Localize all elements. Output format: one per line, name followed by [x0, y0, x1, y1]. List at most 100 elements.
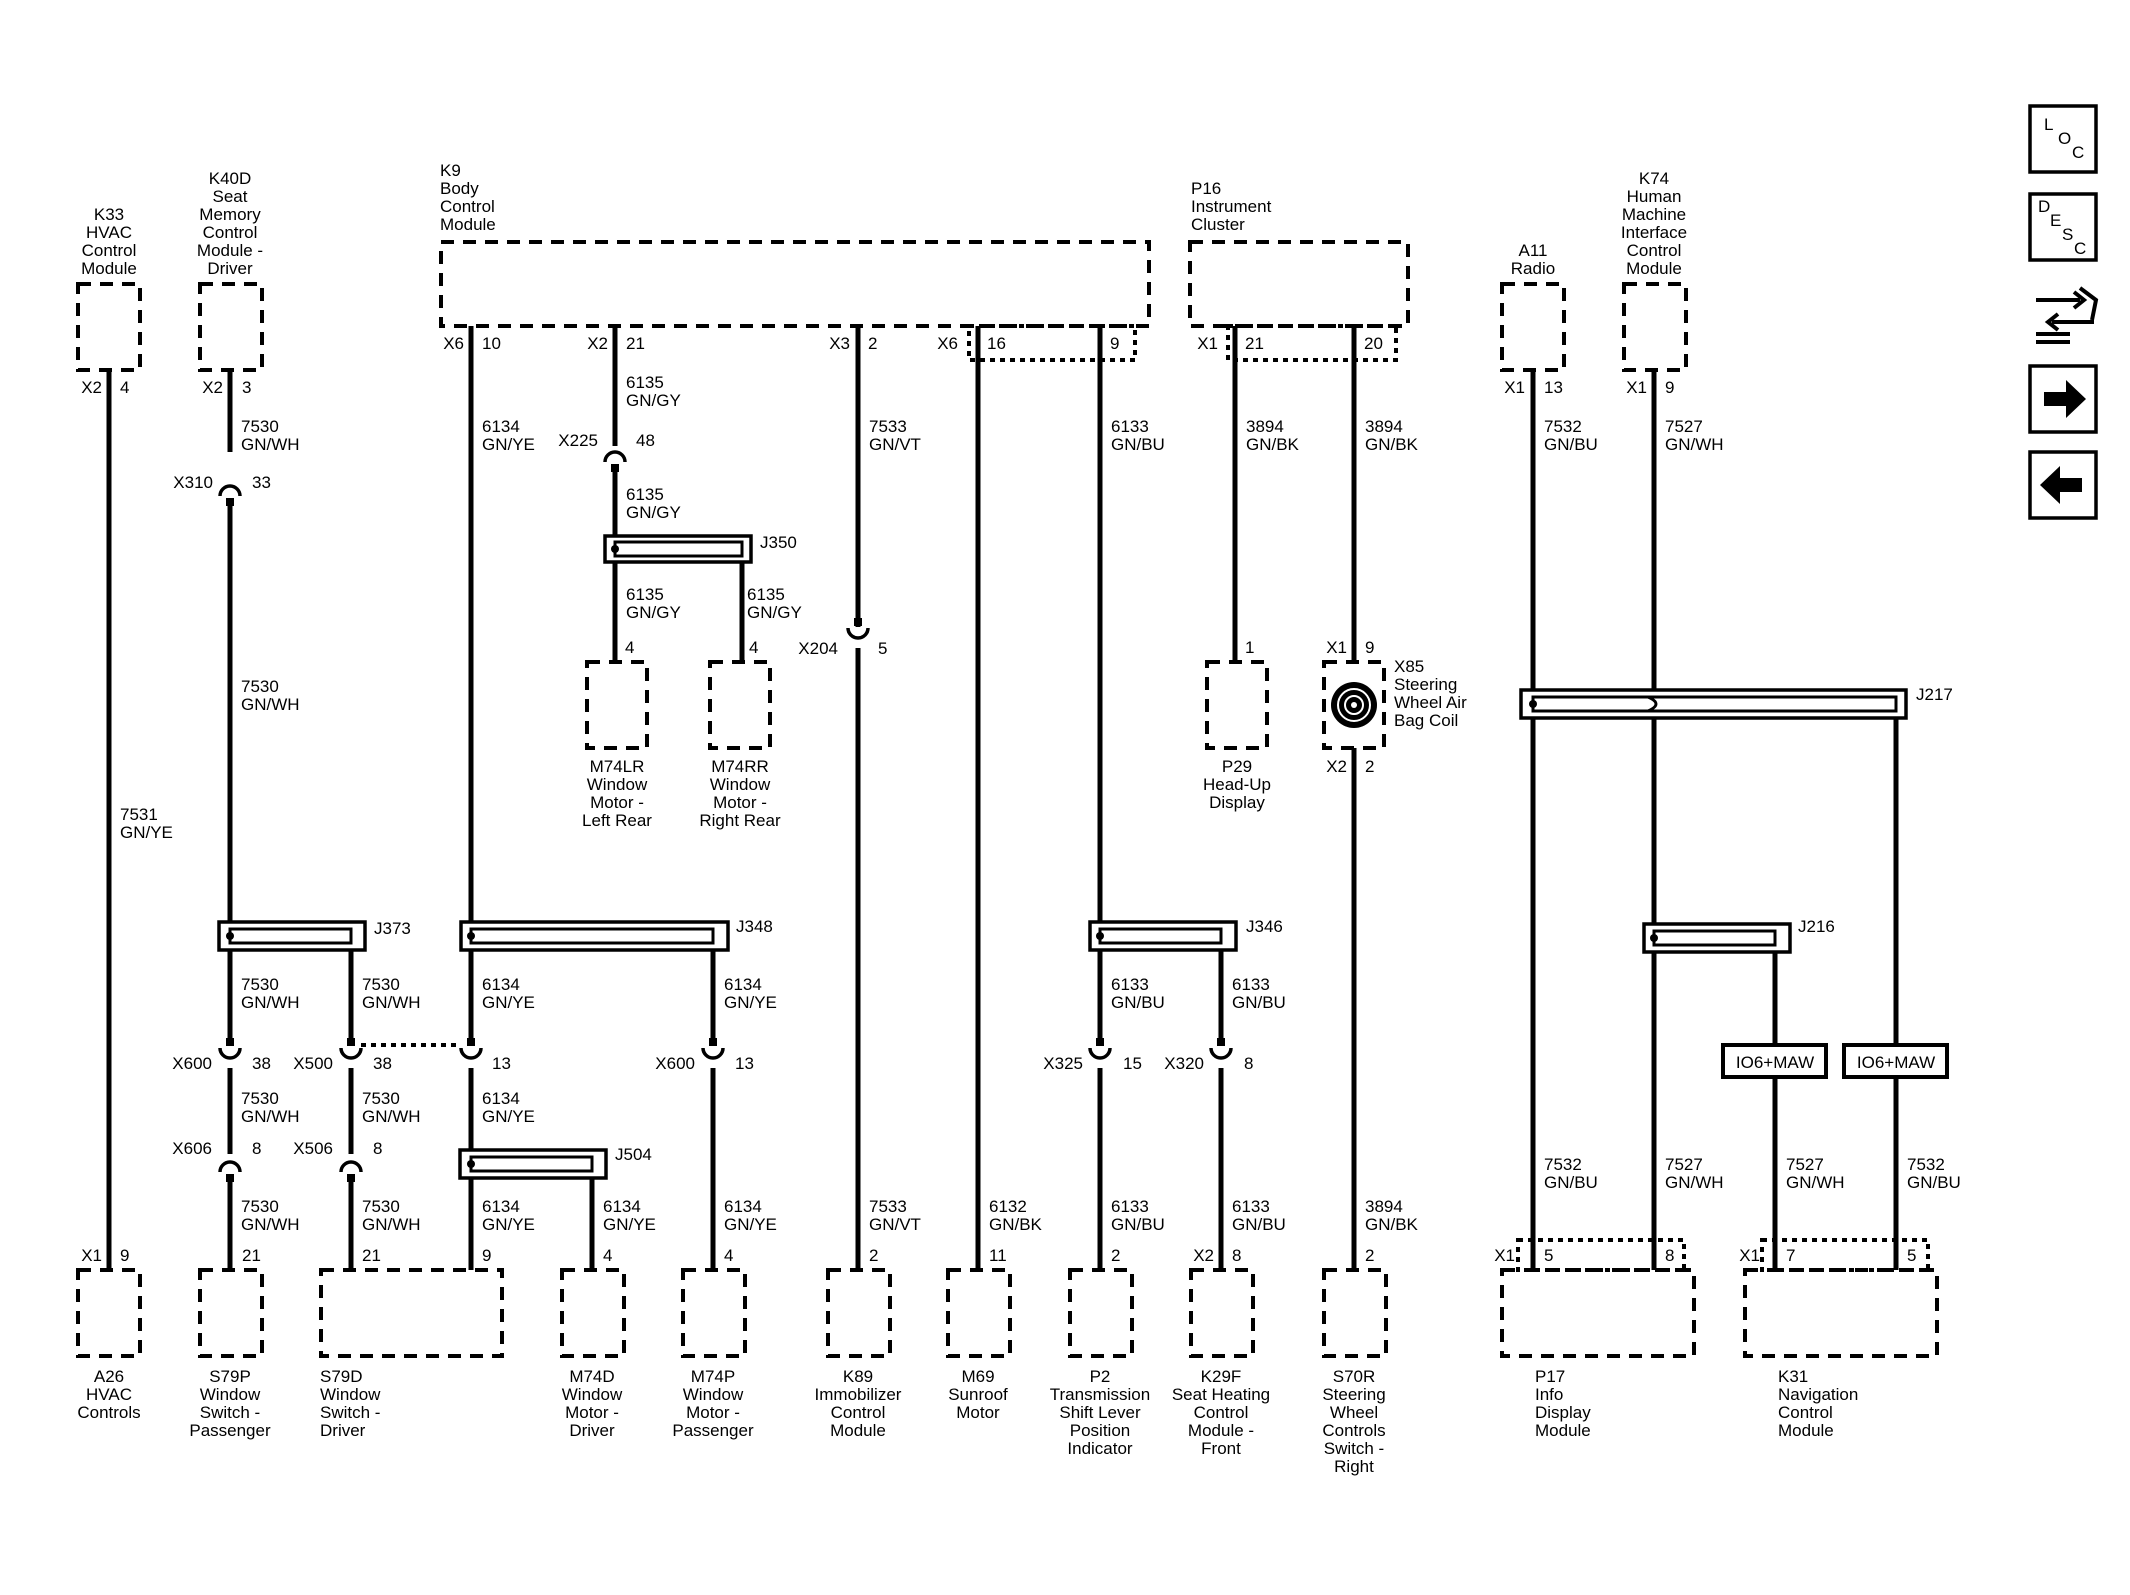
svg-text:X3: X3: [829, 334, 850, 353]
svg-text:Head-Up: Head-Up: [1203, 775, 1271, 794]
svg-text:3: 3: [242, 378, 251, 397]
svg-text:X1: X1: [1326, 638, 1347, 657]
svg-text:9: 9: [1110, 334, 1119, 353]
arrow-right-icon[interactable]: [2028, 364, 2098, 434]
svg-text:Transmission: Transmission: [1050, 1385, 1150, 1404]
svg-text:Radio: Radio: [1511, 259, 1555, 278]
splice-j348: J348: [459, 917, 773, 952]
svg-text:S70R: S70R: [1333, 1367, 1376, 1386]
svg-text:GN/WH: GN/WH: [1665, 1173, 1724, 1192]
svg-text:7533: 7533: [869, 417, 907, 436]
s70r-label: S70R Steering Wheel Controls Switch - Ri…: [1322, 1367, 1385, 1476]
svg-text:Switch -: Switch -: [1324, 1439, 1384, 1458]
svg-text:X2: X2: [81, 378, 102, 397]
svg-text:X2: X2: [587, 334, 608, 353]
k31-label: K31 Navigation Control Module: [1778, 1367, 1858, 1440]
k89-label: K89 Immobilizer Control Module: [815, 1367, 902, 1440]
svg-text:J348: J348: [736, 917, 773, 936]
k29f-label: K29F Seat Heating Control Module - Front: [1172, 1367, 1270, 1458]
svg-text:8: 8: [373, 1139, 382, 1158]
m74lr-label: M74LR Window Motor - Left Rear: [582, 757, 652, 830]
svg-text:5: 5: [878, 639, 887, 658]
svg-text:GN/BK: GN/BK: [989, 1215, 1043, 1234]
svg-text:Wheel: Wheel: [1330, 1403, 1378, 1422]
svg-text:GN/BU: GN/BU: [1907, 1173, 1961, 1192]
svg-text:GN/WH: GN/WH: [362, 993, 421, 1012]
svg-text:Machine: Machine: [1622, 205, 1686, 224]
svg-text:Motor -: Motor -: [565, 1403, 619, 1422]
svg-text:7530: 7530: [362, 975, 400, 994]
p16-box: [1188, 240, 1410, 328]
svg-text:X325: X325: [1043, 1054, 1083, 1073]
svg-text:Module: Module: [1778, 1421, 1834, 1440]
svg-text:X85: X85: [1394, 657, 1424, 676]
svg-text:7530: 7530: [241, 1089, 279, 1108]
svg-text:P17: P17: [1535, 1367, 1565, 1386]
svg-text:J373: J373: [374, 919, 411, 938]
svg-text:7527: 7527: [1665, 1155, 1703, 1174]
svg-text:7: 7: [1786, 1246, 1795, 1265]
svg-text:X6: X6: [937, 334, 958, 353]
svg-text:9: 9: [1665, 378, 1674, 397]
svg-text:GN/WH: GN/WH: [241, 1215, 300, 1234]
svg-text:Control: Control: [1194, 1403, 1249, 1422]
svg-text:K74: K74: [1639, 169, 1669, 188]
svg-text:Left Rear: Left Rear: [582, 811, 652, 830]
svg-text:Module -: Module -: [197, 241, 263, 260]
svg-text:13: 13: [735, 1054, 754, 1073]
svg-text:GN/BU: GN/BU: [1232, 993, 1286, 1012]
svg-text:5: 5: [1907, 1246, 1916, 1265]
svg-text:Cluster: Cluster: [1191, 215, 1245, 234]
arrow-left-icon[interactable]: [2028, 450, 2098, 520]
svg-text:P2: P2: [1090, 1367, 1111, 1386]
coil-icon: [1331, 682, 1377, 728]
svg-text:8: 8: [1244, 1054, 1253, 1073]
p2-box: [1068, 1268, 1134, 1358]
svg-text:20: 20: [1364, 334, 1383, 353]
svg-text:Seat: Seat: [213, 187, 248, 206]
svg-text:7530: 7530: [362, 1197, 400, 1216]
inline-connectors: X225 48 X310 33 X204 5 X600 38 X500 38 1…: [172, 431, 1253, 1182]
svg-text:7527: 7527: [1786, 1155, 1824, 1174]
svg-text:X500: X500: [293, 1054, 333, 1073]
svg-text:Display: Display: [1209, 793, 1265, 812]
a26-box: [76, 1268, 142, 1358]
svg-text:6134: 6134: [482, 1197, 520, 1216]
k40d-box: [198, 282, 264, 372]
m74rr-box: [708, 660, 772, 750]
svg-text:K33: K33: [94, 205, 124, 224]
wires: [106, 326, 1899, 1270]
desc-button[interactable]: D E S C: [2028, 192, 2098, 262]
middle-pin-labels: 4 4 1 X1 9 X2 2: [625, 638, 1374, 776]
option-box-left: IO6+MAW: [1721, 1043, 1828, 1079]
svg-text:IO6+MAW: IO6+MAW: [1736, 1053, 1814, 1072]
m74d-label: M74D Window Motor - Driver: [562, 1367, 623, 1440]
k31-box: [1743, 1268, 1939, 1358]
svg-text:4: 4: [625, 638, 634, 657]
svg-text:Front: Front: [1201, 1439, 1241, 1458]
m69-box: [946, 1268, 1012, 1358]
svg-text:4: 4: [749, 638, 758, 657]
svg-text:X2: X2: [1326, 757, 1347, 776]
svg-text:X225: X225: [558, 431, 598, 450]
svg-text:K40D: K40D: [209, 169, 252, 188]
svg-text:X1: X1: [1504, 378, 1525, 397]
svg-text:15: 15: [1123, 1054, 1142, 1073]
s79p-label: S79P Window Switch - Passenger: [189, 1367, 271, 1440]
svg-text:6133: 6133: [1232, 1197, 1270, 1216]
svg-text:4: 4: [120, 378, 129, 397]
svg-text:GN/GY: GN/GY: [747, 603, 802, 622]
loc-button[interactable]: L O C: [2028, 104, 2098, 174]
svg-text:K9: K9: [440, 161, 461, 180]
svg-text:Seat Heating: Seat Heating: [1172, 1385, 1270, 1404]
k89-box: [826, 1268, 892, 1358]
svg-text:38: 38: [252, 1054, 271, 1073]
connector-swap-icon[interactable]: [2030, 278, 2100, 348]
svg-text:S79D: S79D: [320, 1367, 363, 1386]
svg-text:Steering: Steering: [1394, 675, 1457, 694]
svg-text:21: 21: [626, 334, 645, 353]
svg-text:GN/YE: GN/YE: [482, 435, 535, 454]
k74-label: K74 Human Machine Interface Control Modu…: [1621, 169, 1687, 278]
